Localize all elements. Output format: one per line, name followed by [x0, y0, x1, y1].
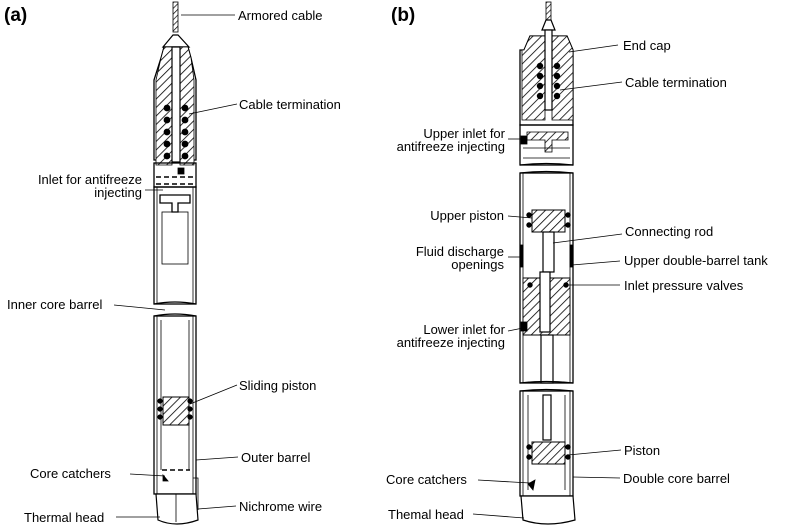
label-core-catchers-b: Core catchers: [386, 472, 467, 487]
armored-cable-shape: [172, 1, 179, 33]
label-sliding-piston: Sliding piston: [239, 378, 316, 393]
label-upper-piston: Upper piston: [430, 208, 504, 223]
connecting-rod-shape: [542, 231, 555, 273]
label-fluid-discharge-line1: Fluid discharge: [416, 244, 504, 259]
label-inlet-antifreeze-line2: injecting: [94, 185, 142, 200]
panel-b-labels: End cap Cable termination Upper inlet fo…: [386, 38, 768, 522]
panel-a-letter: (a): [4, 5, 27, 26]
panel-a: (a): [4, 1, 341, 525]
panel-b-leaders: [472, 44, 623, 519]
piston-shape: [531, 441, 566, 465]
label-connecting-rod: Connecting rod: [625, 224, 713, 239]
label-cable-termination-b: Cable termination: [625, 75, 727, 90]
cable-termination-spring-b: [536, 62, 561, 100]
label-end-cap: End cap: [623, 38, 671, 53]
label-double-core-barrel: Double core barrel: [623, 471, 730, 486]
label-upper-inlet-line1: Upper inlet for: [423, 126, 505, 141]
label-thermal-head-b: Themal head: [388, 507, 464, 522]
label-outer-barrel: Outer barrel: [241, 450, 310, 465]
label-fluid-discharge-line2: openings: [451, 257, 504, 272]
label-core-catchers-a: Core catchers: [30, 466, 111, 481]
label-lower-inlet-line1: Lower inlet for: [423, 322, 505, 337]
label-piston: Piston: [624, 443, 660, 458]
label-inner-core-barrel: Inner core barrel: [7, 297, 102, 312]
label-thermal-head-a: Thermal head: [24, 510, 104, 525]
panel-a-leaders: [113, 14, 239, 518]
label-upper-inlet-line2: antifreeze injecting: [397, 139, 505, 154]
label-lower-inlet-line2: antifreeze injecting: [397, 335, 505, 350]
panel-a-drill-drawing: [153, 1, 199, 525]
thermal-head-shape: [155, 493, 199, 525]
panel-b: (b): [386, 1, 768, 525]
label-armored-cable: Armored cable: [238, 8, 323, 23]
sliding-piston-shape: [162, 396, 190, 426]
label-cable-termination-a: Cable termination: [239, 97, 341, 112]
cable-termination-spring: [163, 104, 189, 160]
panel-b-drill-drawing: [519, 1, 576, 525]
label-inlet-pressure-valves: Inlet pressure valves: [624, 278, 744, 293]
panel-b-letter: (b): [391, 5, 415, 26]
label-inlet-antifreeze-line1: Inlet for antifreeze: [38, 172, 142, 187]
cable-cone-shape: [161, 34, 191, 48]
label-nichrome-wire: Nichrome wire: [239, 499, 322, 514]
panel-a-labels: Armored cable Cable termination Inlet fo…: [7, 8, 341, 525]
label-upper-double-barrel-tank: Upper double-barrel tank: [624, 253, 768, 268]
upper-piston-shape: [531, 209, 566, 233]
